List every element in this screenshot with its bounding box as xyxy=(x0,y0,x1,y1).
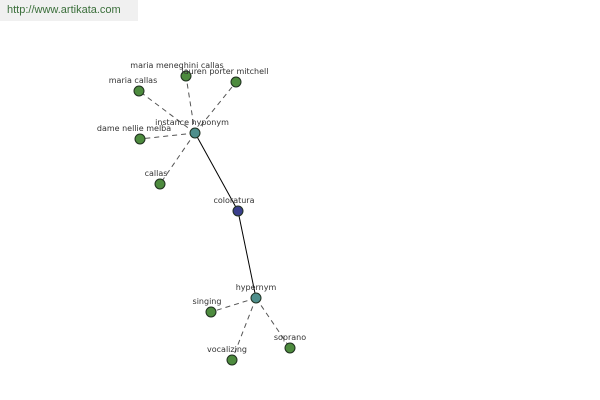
nodes-layer xyxy=(133,70,296,366)
node-maria-callas[interactable] xyxy=(133,85,145,97)
edge-hypernym-to-soprano xyxy=(255,297,291,349)
node-label-maria-callas: maria callas xyxy=(109,76,157,85)
node-callas[interactable] xyxy=(154,178,166,190)
edge-instance-hyponym-to-coloratura xyxy=(194,132,239,212)
node-hypernym[interactable] xyxy=(250,292,262,304)
node-soprano[interactable] xyxy=(284,342,296,354)
node-maria-meneghini-callas[interactable] xyxy=(180,70,192,82)
node-label-dame-nellie-melba: dame nellie melba xyxy=(97,124,171,133)
edge-hypernym-to-singing xyxy=(210,297,257,313)
edge-instance-hyponym-to-maria-callas xyxy=(138,90,196,134)
node-label-maria-meneghini-callas: maria meneghini callas xyxy=(130,61,223,70)
node-label-instance-hyponym: instance hyponym xyxy=(155,118,229,127)
node-label-lauren-porter-mitchell: lauren porter mitchell xyxy=(182,67,269,76)
node-singing[interactable] xyxy=(205,306,217,318)
node-label-soprano: soprano xyxy=(274,333,306,342)
node-instance-hyponym[interactable] xyxy=(189,127,201,139)
edge-instance-hyponym-to-callas xyxy=(159,132,196,185)
node-coloratura[interactable] xyxy=(232,205,244,217)
node-label-hypernym: hypernym xyxy=(236,283,277,292)
edge-instance-hyponym-to-lauren-porter-mitchell xyxy=(194,81,237,134)
node-label-vocalizing: vocalizing xyxy=(207,345,247,354)
node-lauren-porter-mitchell[interactable] xyxy=(230,76,242,88)
edge-instance-hyponym-to-dame-nellie-melba xyxy=(139,132,196,140)
node-label-callas: callas xyxy=(145,169,168,178)
edge-instance-hyponym-to-maria-meneghini-callas xyxy=(185,75,196,134)
edges-layer xyxy=(138,75,291,361)
watermark-url: http://www.artikata.com xyxy=(0,0,138,21)
edge-coloratura-to-hypernym xyxy=(237,210,257,299)
edge-hypernym-to-vocalizing xyxy=(231,297,257,361)
node-vocalizing[interactable] xyxy=(226,354,238,366)
node-label-singing: singing xyxy=(193,297,222,306)
node-dame-nellie-melba[interactable] xyxy=(134,133,146,145)
labels-layer: coloratura instance hyponym hypernym maria … xyxy=(97,61,306,354)
node-label-coloratura: coloratura xyxy=(214,196,255,205)
